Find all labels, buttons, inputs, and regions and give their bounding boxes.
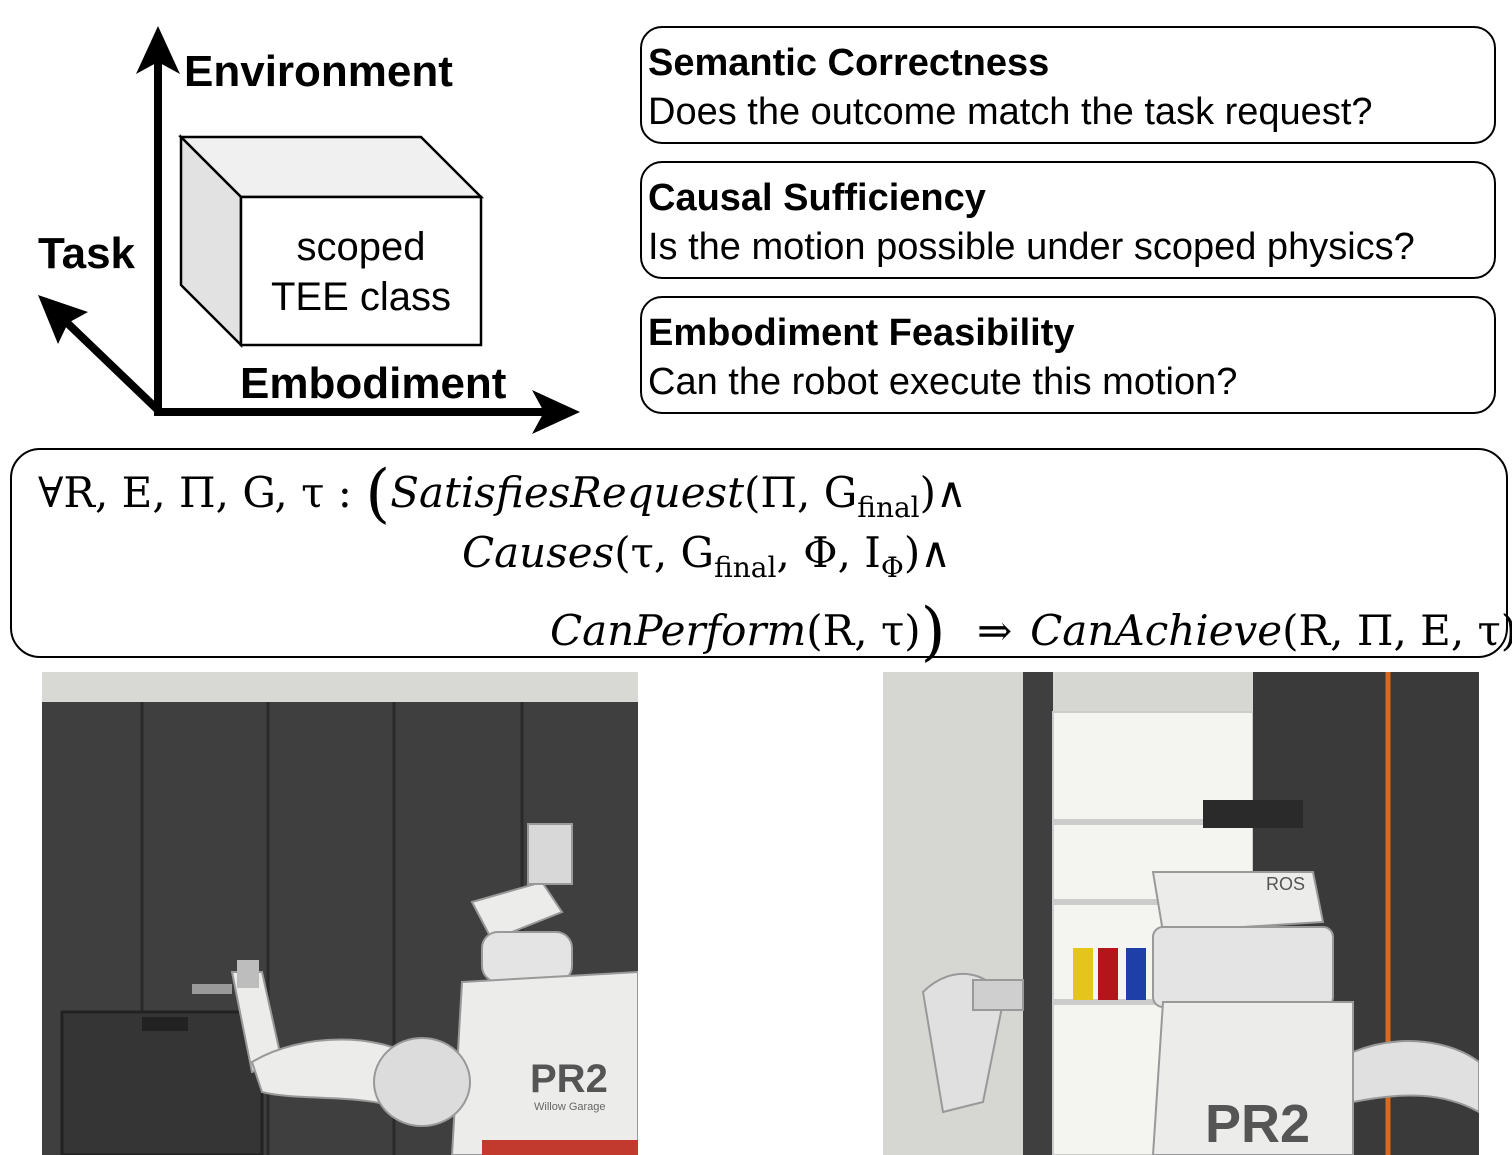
embodiment-feasibility-box: Embodiment Feasibility Can the robot exe… [640, 296, 1496, 414]
embodiment-arrowhead [532, 390, 580, 434]
neck [481, 931, 573, 983]
predicate-args: (Π, G [744, 468, 858, 517]
environment-arrowhead [136, 26, 180, 74]
formula-line-3: CanPerform(R, τ)) ⇒CanAchieve(R, Π, E, τ… [550, 600, 1512, 664]
task-axis [57, 313, 163, 415]
shoulder-joint [373, 1037, 471, 1127]
left-robot-photo: PR2 Willow Garage [42, 672, 638, 1155]
axis-diagram [38, 26, 580, 434]
task-label: Task [38, 229, 136, 278]
blue-cup [1126, 948, 1146, 1000]
satisfies-request-predicate: SatisfiesRequest [390, 468, 744, 517]
can-achieve-predicate: CanAchieve [1030, 606, 1283, 655]
embodiment-label: Embodiment [240, 359, 507, 408]
question-title: Semantic Correctness [648, 42, 1050, 84]
question-text: Is the motion possible under scoped phys… [648, 226, 1415, 268]
right-brand-text: PR2 [1205, 1094, 1310, 1154]
subscript-final: final [714, 551, 777, 584]
formula-line-1: ∀R, E, Π, G, τ : (SatisfiesRequest(Π, Gf… [38, 462, 967, 526]
subscript-phi: Φ [880, 551, 904, 584]
cube-label-line1: scoped [296, 225, 426, 269]
environment-label: Environment [184, 47, 453, 96]
formula-box: ∀R, E, Π, G, τ : (SatisfiesRequest(Π, Gf… [10, 448, 1512, 664]
head-sensor [527, 823, 573, 885]
base-stripe [482, 1140, 638, 1155]
tee-cube [177, 133, 485, 349]
right-robot-photo: ROS PR2 [883, 672, 1479, 1155]
open-paren: ( [365, 457, 391, 531]
oven-handle [142, 1017, 188, 1031]
ros-label: ROS [1266, 874, 1305, 894]
left-photo-illustration: PR2 Willow Garage [42, 672, 638, 1155]
head-sensor [1203, 800, 1303, 828]
implies-symbol: ⇒ [976, 606, 1013, 655]
predicate-args: (τ, G [614, 528, 715, 577]
predicate-args: , Φ, I [776, 528, 881, 577]
predicate-args: (R, τ) [806, 606, 921, 655]
conjunction: )∧ [903, 528, 951, 577]
task-arrowhead [38, 295, 88, 344]
robot-head [470, 880, 564, 942]
red-cup [1098, 948, 1118, 1000]
question-title: Embodiment Feasibility [648, 312, 1075, 354]
causes-predicate: Causes [462, 528, 615, 577]
cube-label-line2: TEE class [270, 275, 452, 319]
robot-head [1151, 871, 1325, 934]
left-brand-text: PR2 [530, 1057, 608, 1101]
question-text: Can the robot execute this motion? [648, 361, 1238, 403]
neck [1152, 926, 1334, 1008]
oven [60, 1010, 264, 1155]
robot-body [1151, 1001, 1354, 1155]
gripper [237, 960, 259, 988]
formula-line-2: Causes(τ, Gfinal, Φ, IΦ)∧ [462, 532, 951, 582]
can-perform-predicate: CanPerform [550, 606, 807, 655]
open-door [1023, 672, 1053, 1155]
quantifier: ∀R, E, Π, G, τ : [38, 468, 352, 517]
question-title: Causal Sufficiency [648, 177, 986, 219]
right-photo-illustration: ROS PR2 [883, 672, 1479, 1155]
left-maker-text: Willow Garage [534, 1101, 606, 1113]
subscript-final: final [857, 491, 920, 524]
causal-sufficiency-box: Causal Sufficiency Is the motion possibl… [640, 161, 1496, 279]
right-arm [1352, 1040, 1479, 1114]
question-text: Does the outcome match the task request? [648, 91, 1373, 133]
gripper [972, 979, 1024, 1011]
door-handle [192, 984, 232, 994]
predicate-args: (R, Π, E, τ) [1282, 606, 1512, 655]
conjunction: )∧ [919, 468, 967, 517]
close-paren: ) [920, 595, 946, 669]
cube-front-face [239, 195, 483, 347]
yellow-cup [1073, 948, 1093, 1000]
semantic-correctness-box: Semantic Correctness Does the outcome ma… [640, 26, 1496, 144]
